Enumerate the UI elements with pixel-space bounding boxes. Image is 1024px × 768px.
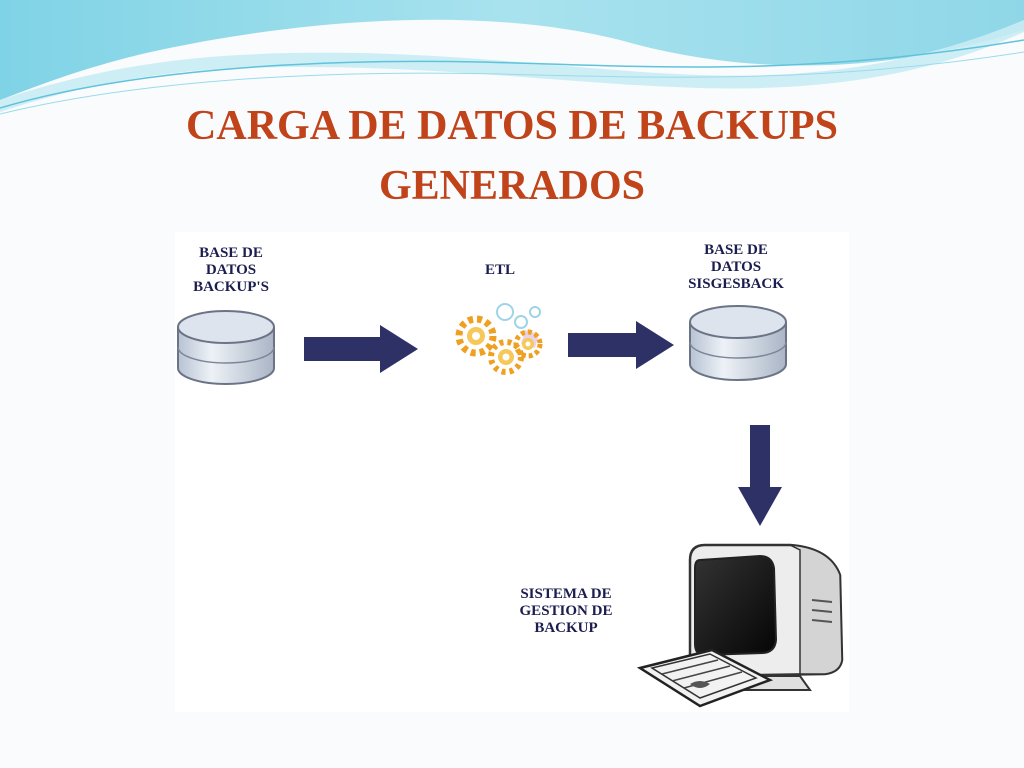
slide-title: CARGA DE DATOS DE BACKUPS GENERADOS — [112, 96, 912, 216]
slide-title-line-1: CARGA DE DATOS DE BACKUPS — [186, 103, 838, 149]
node-label-system: SISTEMA DE GESTION DE BACKUP — [519, 586, 613, 636]
arrow-right-icon — [304, 325, 418, 373]
computer-terminal-icon — [636, 543, 844, 708]
arrow-down-icon — [738, 425, 782, 526]
node-label-target-db: BASE DE DATOS SISGESBACK — [688, 242, 784, 292]
slide-title-line-2: GENERADOS — [378, 163, 646, 209]
gears-icon — [455, 303, 543, 375]
database-cylinder-icon — [177, 310, 275, 385]
node-label-source-db: BASE DE DATOS BACKUP'S — [193, 245, 269, 295]
header-wave-decoration — [0, 0, 1024, 115]
node-label-etl: ETL — [484, 262, 515, 278]
arrow-right-icon — [568, 321, 674, 369]
database-cylinder-icon — [689, 305, 787, 381]
